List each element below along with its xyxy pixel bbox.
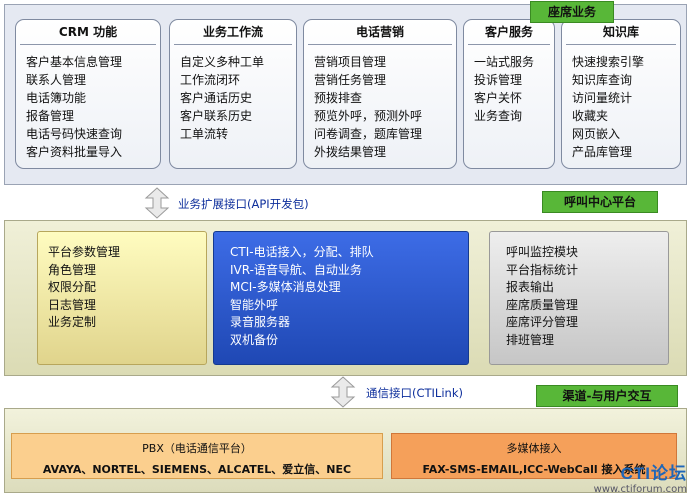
cti-services-card: CTI-电话接入，分配、排队 IVR-语音导航、自动业务 MCI-多媒体消息处理…	[213, 231, 469, 365]
channels-tag: 渠道-与用户交互	[536, 385, 678, 407]
cti-service-item: 智能外呼	[230, 297, 279, 312]
ctiforum-logo: CTI论坛 www.ctiforum.com	[594, 459, 687, 495]
workflow-item: 自定义多种工单	[180, 55, 265, 69]
multimedia-title: 多媒体接入	[506, 442, 562, 455]
cti-service-item: CTI-电话接入，分配、排队	[230, 245, 374, 259]
call-center-platform-tag: 呼叫中心平台	[542, 191, 658, 213]
monitoring-item: 报表输出	[506, 280, 555, 295]
workflow-item: 客户联系历史	[180, 109, 253, 123]
pbx-card: PBX（电话通信平台） AVAYA、NORTEL、SIEMENS、ALCATEL…	[11, 433, 383, 479]
telemarketing-card: 电话营销 营销项目管理 营销任务管理 预拨排查 预览外呼，预测外呼 问卷调查，题…	[303, 19, 457, 169]
workflow-card-title: 业务工作流	[174, 20, 292, 45]
crm-card-title: CRM 功能	[20, 20, 156, 45]
workflow-item: 客户通话历史	[180, 91, 253, 105]
crm-item: 客户基本信息管理	[26, 55, 123, 69]
crm-item: 联系人管理	[26, 73, 87, 87]
cti-link-label: 通信接口(CTILink)	[366, 386, 463, 400]
call-center-platform-layer: 平台参数管理 角色管理 权限分配 日志管理 业务定制 CTI-电话接入，分配、排…	[4, 220, 687, 376]
workflow-item: 工作流闭环	[180, 73, 241, 87]
monitoring-item: 呼叫监控模块	[506, 245, 579, 259]
knowledge-item: 产品库管理	[572, 145, 633, 159]
cti-service-item: 双机备份	[230, 332, 279, 347]
platform-admin-item: 角色管理	[48, 262, 97, 277]
telemarketing-card-title: 电话营销	[308, 20, 452, 45]
brand-site: www.ctiforum.com	[593, 484, 687, 495]
knowledge-item: 收藏夹	[572, 109, 609, 123]
channels-layer: PBX（电话通信平台） AVAYA、NORTEL、SIEMENS、ALCATEL…	[4, 408, 687, 493]
cti-service-item: 录音服务器	[230, 315, 291, 330]
knowledge-base-card-title: 知识库	[566, 20, 676, 45]
customer-service-item: 业务查询	[474, 109, 523, 123]
customer-service-item: 投诉管理	[474, 73, 523, 87]
platform-admin-item: 平台参数管理	[48, 245, 121, 259]
knowledge-item: 知识库查询	[572, 73, 633, 87]
knowledge-base-card: 知识库 快速搜索引擎 知识库查询 访问量统计 收藏夹 网页嵌入 产品库管理	[561, 19, 681, 169]
platform-admin-item: 业务定制	[48, 315, 97, 330]
crm-card-items: 客户基本信息管理 联系人管理 电话簿功能 报备管理 电话号码快速查询 客户资料批…	[26, 53, 122, 161]
customer-service-card: 客户服务 一站式服务 投诉管理 客户关怀 业务查询	[463, 19, 555, 169]
multimedia-channels: FAX-SMS-EMAIL,ICC-WebCall 接入系统	[422, 463, 646, 476]
platform-admin-card: 平台参数管理 角色管理 权限分配 日志管理 业务定制	[37, 231, 207, 365]
crm-item: 电话号码快速查询	[26, 127, 123, 141]
telemarketing-item: 预拨排查	[314, 91, 363, 105]
crm-item: 客户资料批量导入	[26, 145, 123, 159]
monitoring-item: 平台指标统计	[506, 262, 579, 277]
knowledge-base-card-items: 快速搜索引擎 知识库查询 访问量统计 收藏夹 网页嵌入 产品库管理	[572, 53, 644, 161]
platform-admin-item: 日志管理	[48, 297, 97, 312]
knowledge-item: 访问量统计	[572, 91, 633, 105]
double-arrow-icon	[144, 187, 170, 219]
multimedia-card: 多媒体接入 FAX-SMS-EMAIL,ICC-WebCall 接入系统	[391, 433, 677, 479]
monitoring-item: 排班管理	[506, 332, 555, 347]
crm-item: 电话簿功能	[26, 91, 87, 105]
platform-admin-item: 权限分配	[48, 280, 97, 295]
telemarketing-item: 问卷调查，题库管理	[314, 127, 423, 141]
workflow-card: 业务工作流 自定义多种工单 工作流闭环 客户通话历史 客户联系历史 工单流转	[169, 19, 297, 169]
crm-item: 报备管理	[26, 109, 75, 123]
telemarketing-item: 营销任务管理	[314, 73, 387, 87]
monitoring-item: 座席质量管理	[506, 297, 579, 312]
pbx-vendors: AVAYA、NORTEL、SIEMENS、ALCATEL、爱立信、NEC	[42, 463, 352, 476]
telemarketing-item: 预览外呼，预测外呼	[314, 109, 423, 123]
customer-service-card-items: 一站式服务 投诉管理 客户关怀 业务查询	[474, 53, 534, 125]
double-arrow-icon	[330, 376, 356, 408]
agent-business-tag: 座席业务	[530, 1, 614, 23]
crm-card: CRM 功能 客户基本信息管理 联系人管理 电话簿功能 报备管理 电话号码快速查…	[15, 19, 161, 169]
monitoring-item: 座席评分管理	[506, 315, 579, 330]
customer-service-item: 一站式服务	[474, 55, 535, 69]
telemarketing-item: 营销项目管理	[314, 55, 387, 69]
workflow-item: 工单流转	[180, 127, 229, 141]
customer-service-item: 客户关怀	[474, 91, 523, 105]
cti-service-item: IVR-语音导航、自动业务	[230, 262, 362, 277]
customer-service-card-title: 客户服务	[468, 20, 550, 45]
telemarketing-item: 外拨结果管理	[314, 145, 387, 159]
pbx-title: PBX（电话通信平台）	[142, 442, 252, 455]
brand-logo-text: CTI论坛	[620, 464, 687, 483]
cti-service-item: MCI-多媒体消息处理	[230, 280, 341, 295]
workflow-card-items: 自定义多种工单 工作流闭环 客户通话历史 客户联系历史 工单流转	[180, 53, 264, 143]
telemarketing-card-items: 营销项目管理 营销任务管理 预拨排查 预览外呼，预测外呼 问卷调查，题库管理 外…	[314, 53, 422, 161]
monitoring-card: 呼叫监控模块 平台指标统计 报表输出 座席质量管理 座席评分管理 排班管理	[489, 231, 669, 365]
knowledge-item: 快速搜索引擎	[572, 55, 645, 69]
api-interface-label: 业务扩展接口(API开发包)	[178, 197, 309, 211]
knowledge-item: 网页嵌入	[572, 127, 621, 141]
agent-business-layer: CRM 功能 客户基本信息管理 联系人管理 电话簿功能 报备管理 电话号码快速查…	[4, 4, 687, 185]
